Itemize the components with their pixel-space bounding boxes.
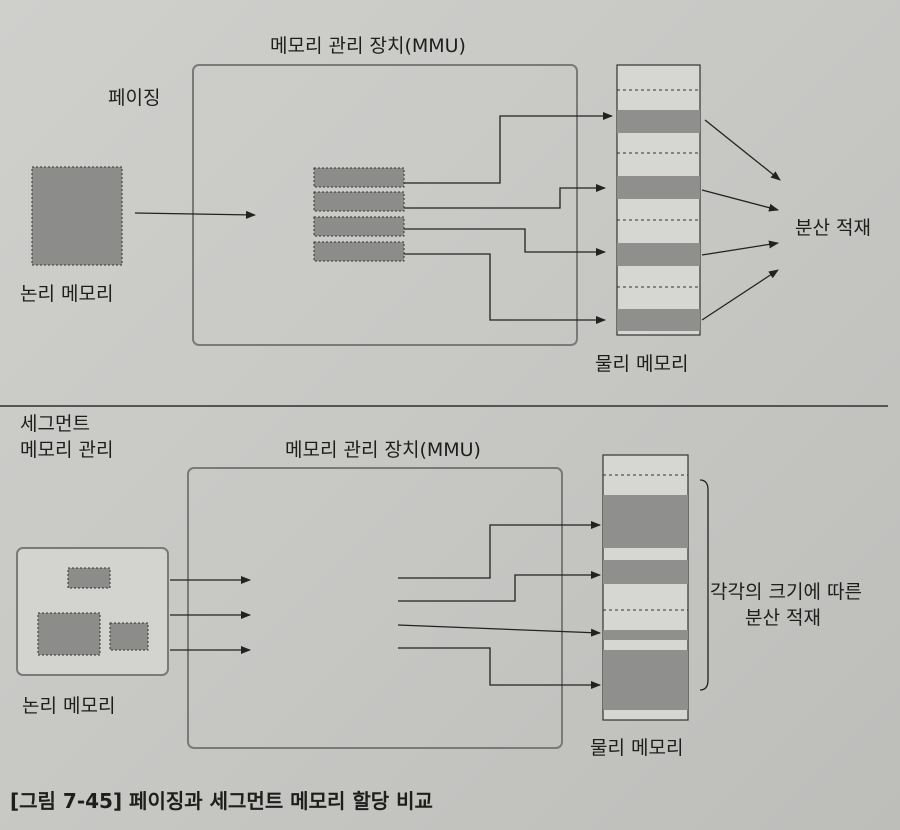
page-entry: [313, 241, 405, 262]
page-entry: [313, 216, 405, 237]
logical-segment: [109, 622, 149, 651]
paging-section: 메모리 관리 장치(MMU) 페이징 논리 메모리: [20, 35, 871, 375]
paging-mmu-label: 메모리 관리 장치(MMU): [270, 35, 466, 57]
segment-mmu-box: [187, 467, 563, 749]
paging-mmu-box: [192, 64, 578, 346]
segment-section: 세그먼트 메모리 관리 메모리 관리 장치(MMU) 논리 메모리: [16, 413, 862, 759]
physical-page: [617, 176, 700, 199]
physical-segment: [603, 495, 688, 548]
paging-distribution-arrows: [701, 119, 781, 321]
physical-page: [617, 243, 700, 266]
physical-segment: [603, 630, 688, 640]
paging-title: 페이징: [108, 87, 160, 109]
paging-logical-memory-block: [31, 166, 123, 266]
page-mapping-arrows: [404, 112, 613, 324]
segment-title-line2: 메모리 관리: [20, 439, 113, 461]
logical-segment: [37, 612, 101, 656]
physical-segment: [603, 650, 688, 710]
paging-physical-memory: [616, 64, 701, 336]
bracket: [699, 479, 709, 691]
physical-page: [617, 110, 700, 133]
segment-title-line1: 세그먼트: [20, 413, 90, 435]
logical-segment: [67, 567, 111, 589]
page-entry: [313, 191, 405, 212]
segment-result-line2: 분산 적재: [745, 607, 821, 629]
segment-logical-label: 논리 메모리: [22, 695, 115, 717]
segment-result-line1: 각각의 크기에 따른: [710, 581, 862, 603]
page-entry: [313, 167, 405, 188]
segment-input-arrows: [170, 576, 251, 654]
paging-result-label: 분산 적재: [795, 217, 871, 239]
page-table: [313, 167, 405, 262]
segment-mapping-arrows: [397, 521, 601, 689]
segment-logical-memory-box: [16, 547, 169, 676]
segment-mmu-label: 메모리 관리 장치(MMU): [285, 439, 481, 461]
physical-segment: [603, 560, 688, 584]
physical-page: [617, 309, 700, 331]
segment-physical-label: 물리 메모리: [590, 737, 683, 759]
paging-input-arrow: [134, 210, 256, 219]
paging-physical-label: 물리 메모리: [595, 353, 688, 375]
paging-logical-label: 논리 메모리: [20, 283, 113, 305]
segment-physical-memory: [602, 454, 689, 721]
figure-caption: [그림 7-45] 페이징과 세그먼트 메모리 할당 비교: [10, 789, 433, 813]
